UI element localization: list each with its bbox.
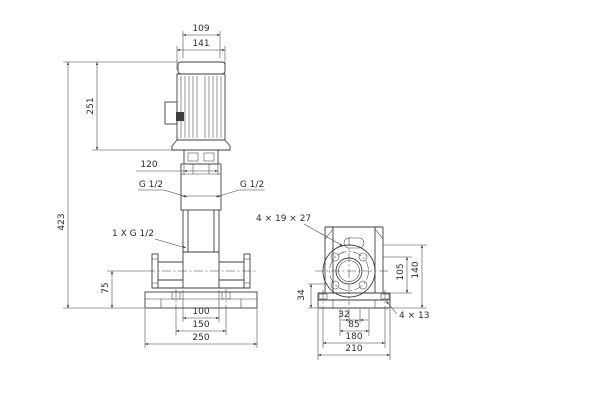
dim-edge-height-label: 34 bbox=[297, 289, 307, 301]
dim-total-height-label: 423 bbox=[57, 213, 67, 230]
pump-head bbox=[180, 163, 222, 211]
dim-coupling-width-label: 120 bbox=[140, 160, 157, 170]
motor-assembly bbox=[164, 61, 231, 165]
fan-cover bbox=[177, 61, 226, 75]
front-dimensions bbox=[63, 31, 265, 348]
dim-flange-height-label: 105 bbox=[396, 263, 406, 280]
dim-motor-height bbox=[63, 61, 178, 151]
dim-fan-cover-width-label: 109 bbox=[192, 24, 209, 34]
dim-bolt-hole-spacing-label: 180 bbox=[345, 332, 362, 342]
base-plate bbox=[144, 291, 258, 309]
bracket-slot bbox=[343, 237, 365, 249]
dim-center-offset-label: 32 bbox=[338, 310, 349, 320]
bolt-hole-bottom-left bbox=[330, 280, 340, 290]
motor-cooling-fins bbox=[180, 76, 222, 138]
dim-base-width-label: 250 bbox=[192, 333, 209, 343]
stool-window-right bbox=[203, 152, 215, 162]
terminal-box bbox=[164, 101, 178, 125]
base-feet-side bbox=[332, 300, 376, 308]
flange-bolt-marks bbox=[152, 258, 250, 284]
drain-plug-label: 1 X G 1/2 bbox=[112, 229, 154, 239]
nameplate-mark bbox=[176, 112, 184, 121]
stool-slots-label: 4 × 19 × 27 bbox=[256, 214, 311, 224]
front-view: 109 141 251 423 120 G 1/2 G 1/2 1 X G 1/… bbox=[57, 24, 265, 348]
bolt-hole-top-right bbox=[358, 252, 368, 262]
dim-bolt-spacing bbox=[175, 312, 227, 335]
dim-port-spacing bbox=[182, 290, 220, 322]
bolt-hole-bottom-right bbox=[358, 280, 368, 290]
dim-port-height bbox=[107, 270, 146, 308]
dim-bolt-spacing-label: 150 bbox=[192, 320, 209, 330]
dim-stool-height-label: 140 bbox=[411, 261, 421, 278]
stool-window-left bbox=[187, 152, 199, 162]
dim-center-offset bbox=[341, 309, 368, 323]
pump-column bbox=[182, 210, 220, 288]
port-pipes bbox=[158, 261, 244, 281]
dim-foot-spacing-label: 85 bbox=[348, 320, 359, 330]
dim-base-length bbox=[317, 309, 391, 360]
motor-flange bbox=[171, 139, 231, 151]
drain-plug-leader bbox=[154, 238, 187, 249]
plug-leader-left bbox=[138, 189, 188, 198]
plug-left-label: G 1/2 bbox=[139, 180, 163, 190]
dim-coupling-width bbox=[136, 165, 219, 175]
chamber-stack bbox=[182, 210, 220, 288]
bolt-hole-top-left bbox=[330, 252, 340, 262]
pump-head-details bbox=[181, 164, 221, 197]
dim-base-width bbox=[144, 309, 258, 348]
port-flanges bbox=[146, 253, 256, 289]
dim-motor-width bbox=[176, 46, 226, 70]
base-plate-side bbox=[317, 292, 391, 309]
bracket-chamfers bbox=[324, 228, 384, 240]
side-view: 4 × 19 × 27 34 105 140 4 × 13 32 85 180 … bbox=[256, 214, 429, 360]
plug-leader-right bbox=[215, 189, 265, 198]
stool-slots-leader bbox=[303, 223, 344, 247]
dim-foot-spacing bbox=[339, 309, 370, 336]
base-holes-leader bbox=[385, 300, 398, 315]
motor-body bbox=[176, 73, 226, 141]
dim-motor-width-label: 141 bbox=[192, 39, 209, 49]
dim-port-spacing-label: 100 bbox=[192, 307, 209, 317]
dim-flange-height bbox=[383, 256, 412, 294]
pump-head-shell bbox=[180, 163, 222, 211]
dim-motor-height-label: 251 bbox=[86, 97, 96, 114]
pump-base-side bbox=[317, 290, 391, 312]
dim-port-height-label: 75 bbox=[101, 282, 111, 293]
plug-right-label: G 1/2 bbox=[240, 180, 264, 190]
dim-total-height bbox=[63, 62, 145, 309]
suction-flange-face bbox=[315, 237, 390, 305]
dim-stool-height bbox=[383, 244, 427, 309]
motor-stool bbox=[183, 149, 219, 165]
dim-edge-height bbox=[308, 283, 325, 309]
side-dimensions bbox=[303, 223, 427, 360]
base-holes-label: 4 × 13 bbox=[399, 311, 429, 321]
base-bolt-centerlines bbox=[175, 289, 227, 312]
base-feet bbox=[145, 298, 257, 308]
dim-bolt-hole-spacing bbox=[322, 312, 386, 348]
dim-fan-cover-width bbox=[182, 31, 221, 58]
base-hole-centerlines bbox=[322, 290, 386, 312]
dim-base-length-label: 210 bbox=[345, 344, 362, 354]
pump-base-front bbox=[144, 287, 258, 312]
